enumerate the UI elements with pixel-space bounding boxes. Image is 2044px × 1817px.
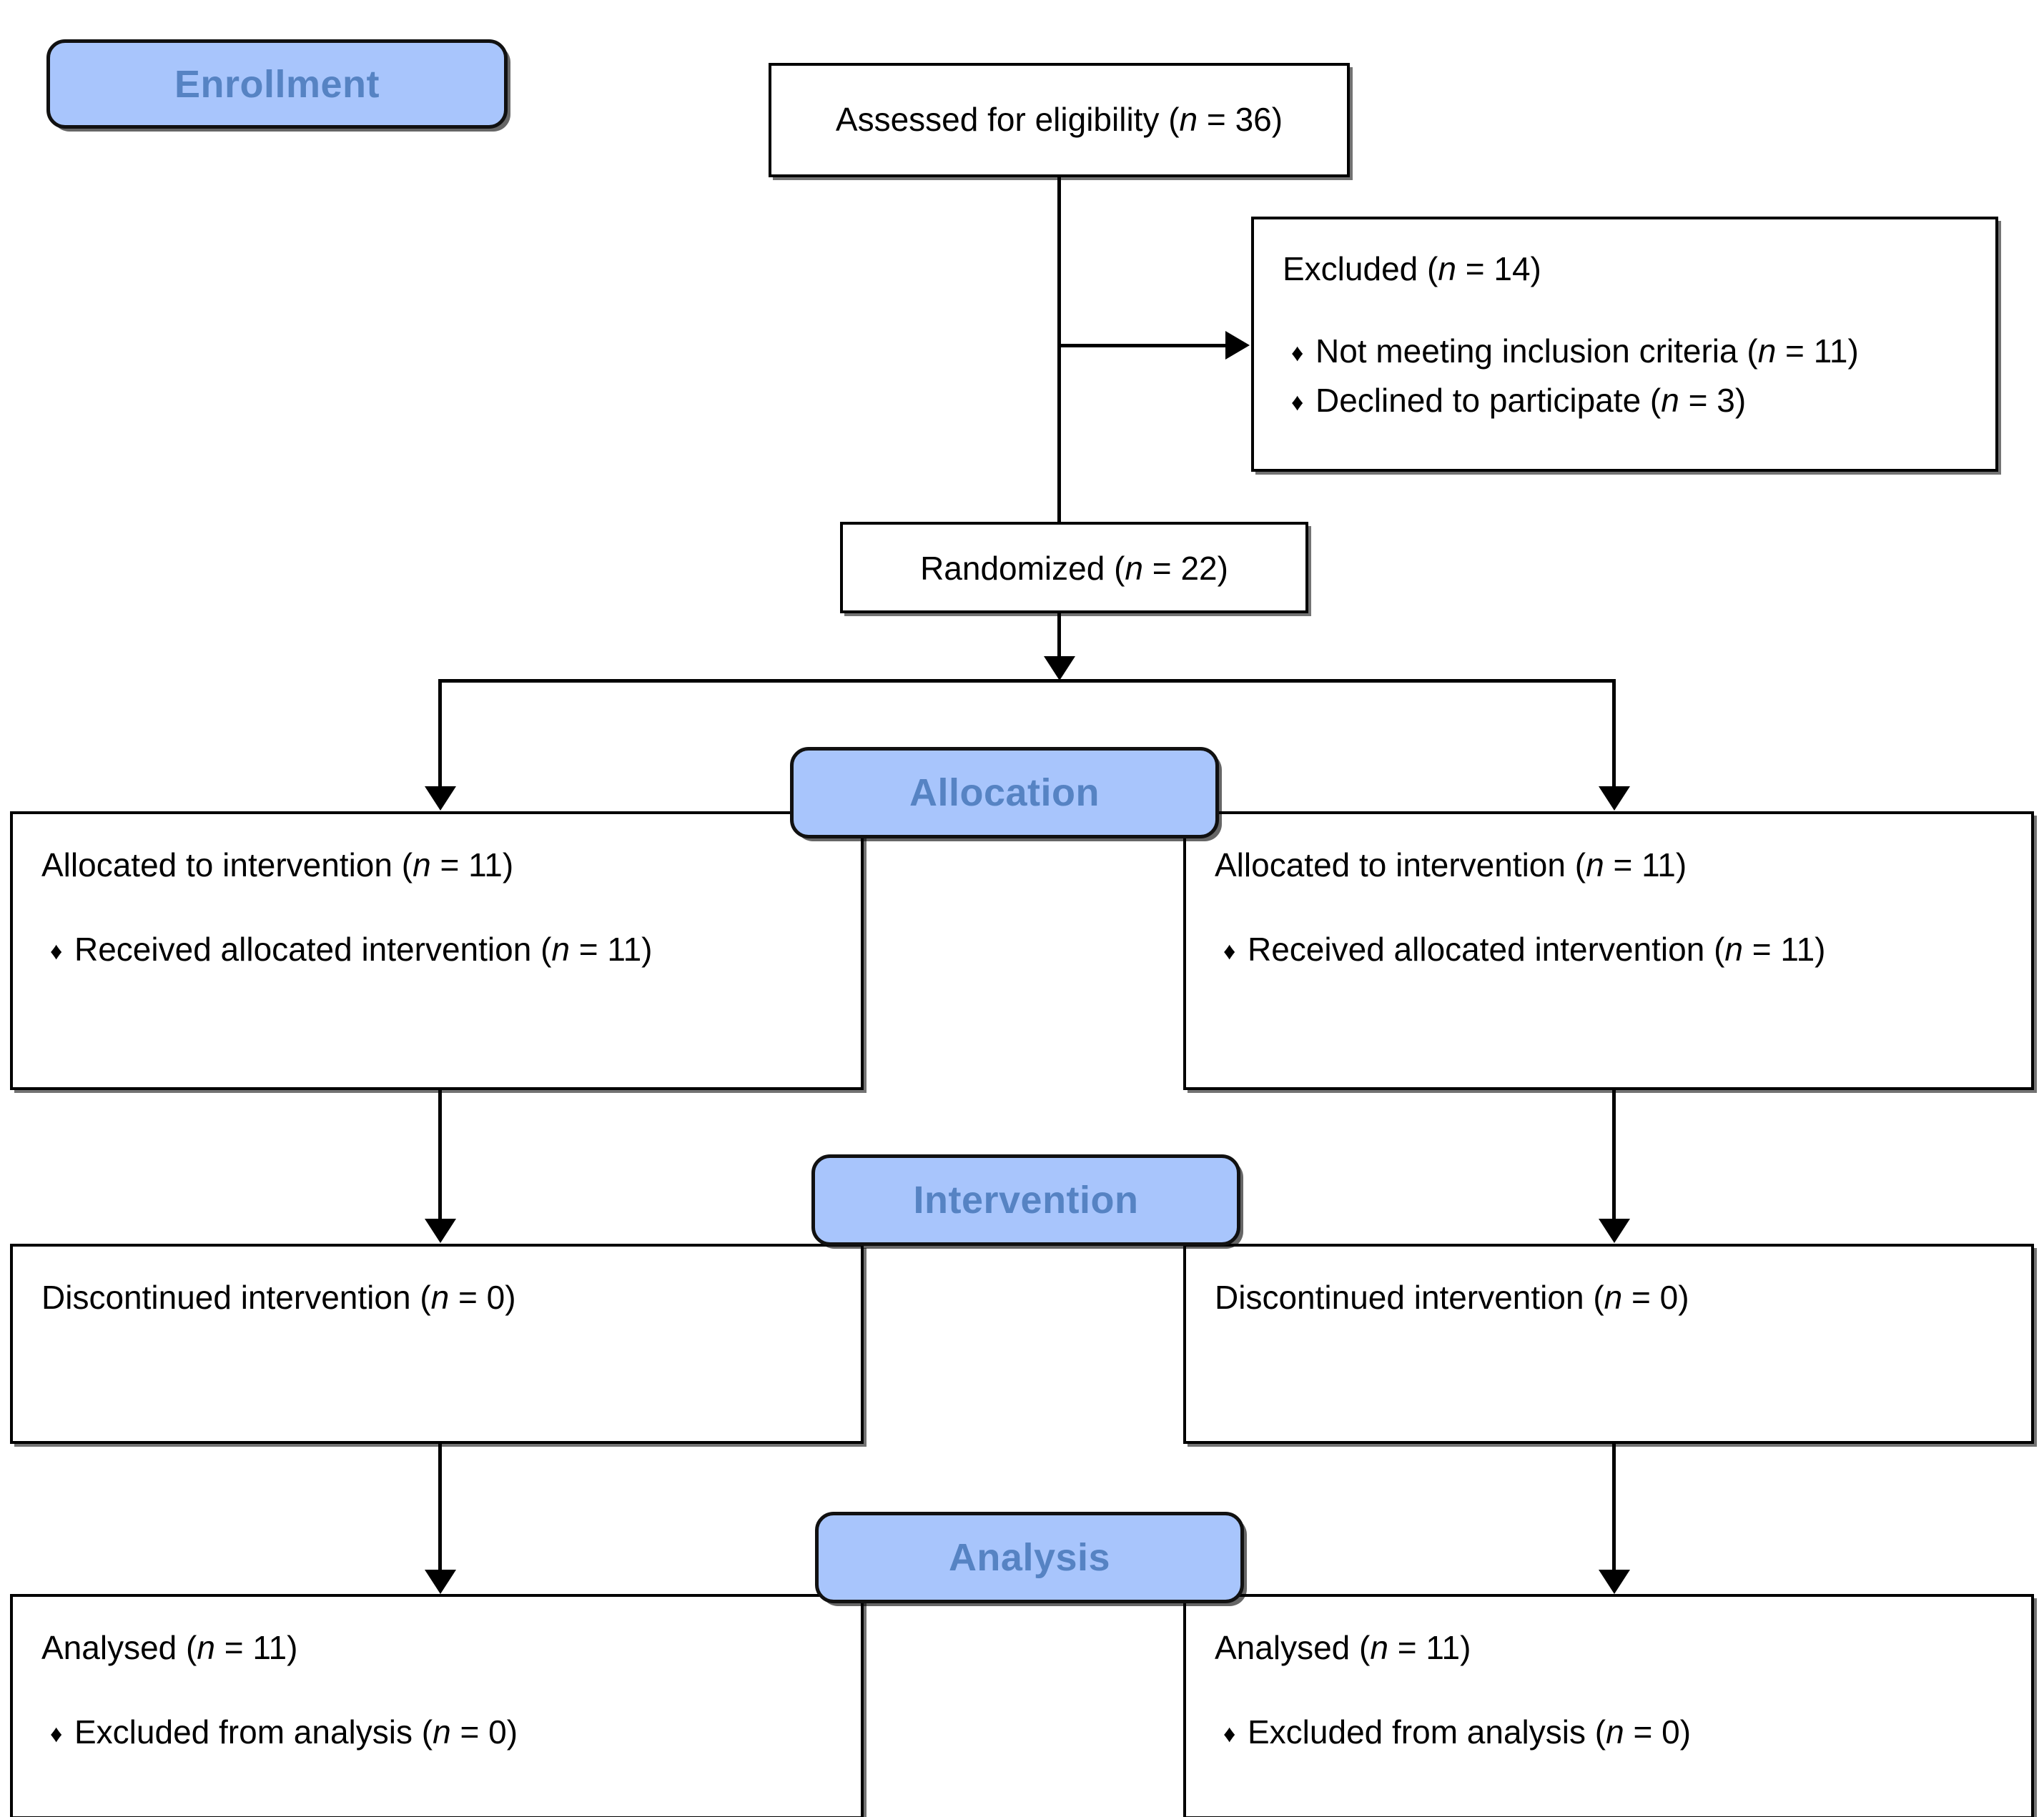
excluded-heading-before: Excluded (: [1283, 250, 1438, 287]
stage-label-analysis: Analysis: [815, 1512, 1244, 1603]
connector-left-intervention-to-analysis: [438, 1444, 442, 1576]
box-right-intervention: Discontinued intervention (n = 0): [1183, 1244, 2034, 1444]
left-analysis-n-symbol: n: [197, 1629, 215, 1666]
stage-label-allocation-text: Allocation: [909, 771, 1100, 814]
left-allocation-item-0-after: = 11): [569, 931, 653, 968]
assessed-n-symbol: n: [1179, 101, 1198, 138]
excluded-reason-0-n-symbol: n: [1757, 332, 1777, 370]
list-item: ♦ Received allocated intervention (n = 11…: [50, 925, 846, 974]
left-allocation-n-symbol: n: [413, 846, 431, 883]
right-allocation-item-0-before: Received allocated intervention (: [1248, 931, 1725, 968]
list-item: ♦ Excluded from analysis (n = 0): [1223, 1708, 2017, 1757]
left-intervention-heading-before: Discontinued intervention (: [41, 1279, 431, 1316]
diamond-bullet-icon: ♦: [1223, 1721, 1236, 1748]
list-item: ♦ Received allocated intervention (n = 11…: [1223, 925, 2017, 974]
diamond-bullet-icon: ♦: [1291, 389, 1304, 416]
right-intervention-n-symbol: n: [1604, 1279, 1623, 1316]
right-analysis-heading-before: Analysed (: [1215, 1629, 1371, 1666]
left-allocation-item-0-n-symbol: n: [551, 931, 570, 968]
connector-right-allocation-to-intervention: [1612, 1090, 1616, 1226]
arrowhead-randomized-split: [1044, 656, 1075, 680]
left-analysis-item-0-n-symbol: n: [433, 1713, 451, 1751]
connector-split-right: [1612, 679, 1616, 793]
box-left-intervention: Discontinued intervention (n = 0): [10, 1244, 864, 1444]
right-analysis-n-symbol: n: [1370, 1629, 1388, 1666]
right-analysis-item-0-after: = 0): [1624, 1713, 1692, 1751]
connector-split-left: [438, 679, 442, 793]
diamond-bullet-icon: ♦: [50, 938, 63, 965]
left-analysis-heading-after: = 11): [214, 1629, 298, 1666]
box-randomized: Randomized (n = 22): [840, 522, 1308, 613]
arrowhead-left-analysis: [425, 1570, 456, 1594]
right-allocation-item-0-n-symbol: n: [1724, 931, 1743, 968]
left-allocation-heading-after: = 11): [430, 846, 514, 883]
connector-right-intervention-to-analysis: [1612, 1444, 1616, 1576]
list-item: ♦ Excluded from analysis (n = 0): [50, 1708, 846, 1757]
box-left-analysis: Analysed (n = 11) ♦Excluded from analysi…: [10, 1594, 864, 1817]
list-item: ♦ Not meeting inclusion criteria (n = 11): [1291, 327, 1981, 376]
left-intervention-heading-after: = 0): [449, 1279, 516, 1316]
box-right-analysis: Analysed (n = 11) ♦Excluded from analysi…: [1183, 1594, 2034, 1817]
left-allocation-heading-before: Allocated to intervention (: [41, 846, 413, 883]
connector-left-allocation-to-intervention: [438, 1090, 442, 1226]
diamond-bullet-icon: ♦: [50, 1721, 63, 1748]
stage-label-analysis-text: Analysis: [948, 1536, 1111, 1579]
assessed-label-after: = 36): [1198, 101, 1283, 138]
arrowhead-left-allocation: [425, 786, 456, 811]
connector-split-bar: [440, 679, 1616, 683]
right-allocation-heading-after: = 11): [1604, 846, 1687, 883]
connector-randomized-down: [1057, 613, 1061, 670]
randomized-n-symbol: n: [1125, 550, 1144, 587]
arrowhead-right-allocation: [1599, 786, 1630, 811]
right-intervention-heading-before: Discontinued intervention (: [1215, 1279, 1604, 1316]
stage-label-intervention-text: Intervention: [913, 1179, 1139, 1222]
arrowhead-left-intervention: [425, 1219, 456, 1243]
excluded-reason-0-before: Not meeting inclusion criteria (: [1315, 332, 1758, 370]
arrowhead-to-excluded: [1225, 331, 1250, 360]
right-intervention-heading-after: = 0): [1622, 1279, 1689, 1316]
excluded-reason-1-after: = 3): [1679, 382, 1747, 419]
stage-label-intervention: Intervention: [811, 1154, 1240, 1246]
right-allocation-n-symbol: n: [1586, 846, 1604, 883]
excluded-n-symbol: n: [1438, 250, 1456, 287]
box-assessed-for-eligibility: Assessed for eligibility (n = 36): [769, 63, 1350, 177]
right-allocation-heading-before: Allocated to intervention (: [1215, 846, 1586, 883]
connector-assessed-to-excluded: [1057, 344, 1229, 347]
right-analysis-item-0-before: Excluded from analysis (: [1248, 1713, 1606, 1751]
left-analysis-item-0-before: Excluded from analysis (: [74, 1713, 433, 1751]
box-excluded: Excluded (n = 14) ♦Not meeting inclusion…: [1251, 217, 1998, 472]
left-analysis-item-0-after: = 0): [450, 1713, 518, 1751]
diamond-bullet-icon: ♦: [1291, 340, 1304, 367]
list-item: ♦ Declined to participate (n = 3): [1291, 376, 1981, 425]
box-left-allocation: Allocated to intervention (n = 11) ♦Rece…: [10, 811, 864, 1090]
arrowhead-right-intervention: [1599, 1219, 1630, 1243]
box-right-allocation: Allocated to intervention (n = 11) ♦Rece…: [1183, 811, 2034, 1090]
randomized-label-after: = 22): [1143, 550, 1228, 587]
assessed-label-before: Assessed for eligibility (: [835, 101, 1180, 138]
left-allocation-item-0-before: Received allocated intervention (: [74, 931, 552, 968]
diamond-bullet-icon: ♦: [1223, 938, 1236, 965]
excluded-reason-1-n-symbol: n: [1661, 382, 1679, 419]
arrowhead-right-analysis: [1599, 1570, 1630, 1594]
right-allocation-item-0-after: = 11): [1742, 931, 1826, 968]
excluded-reason-1-before: Declined to participate (: [1315, 382, 1662, 419]
excluded-reason-0-after: = 11): [1776, 332, 1859, 370]
stage-label-enrollment: Enrollment: [46, 39, 508, 129]
connector-assessed-to-randomized: [1057, 177, 1061, 528]
left-intervention-n-symbol: n: [430, 1279, 450, 1316]
stage-label-allocation: Allocation: [790, 747, 1219, 838]
right-analysis-heading-after: = 11): [1388, 1629, 1471, 1666]
excluded-heading-after: = 14): [1456, 250, 1541, 287]
randomized-label-before: Randomized (: [920, 550, 1125, 587]
stage-label-enrollment-text: Enrollment: [174, 62, 380, 106]
left-analysis-heading-before: Analysed (: [41, 1629, 197, 1666]
right-analysis-item-0-n-symbol: n: [1606, 1713, 1624, 1751]
